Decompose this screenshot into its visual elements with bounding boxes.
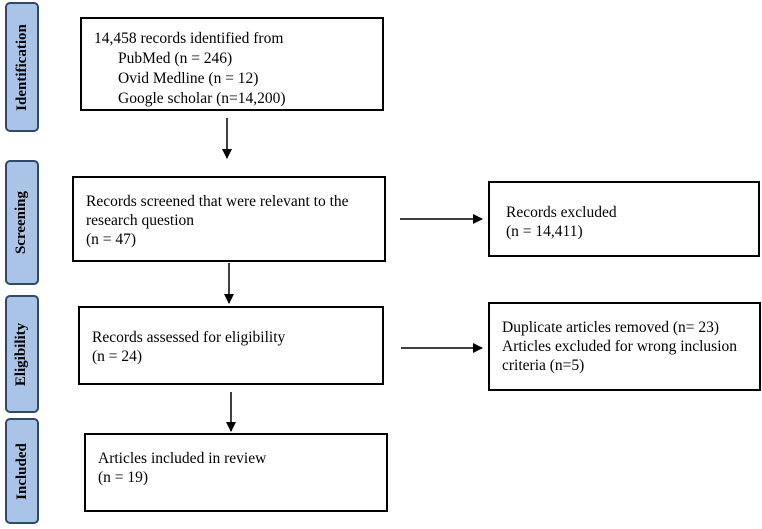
records-screened-box: Records screened that were relevant to t… — [72, 176, 386, 262]
stage-included-label: Included — [13, 442, 30, 500]
records-pubmed: PubMed (n = 246) — [118, 50, 233, 67]
stage-screening: Screening — [5, 160, 39, 285]
stage-eligibility: Eligibility — [5, 295, 39, 413]
records-excluded-box: Records excluded (n = 14,411) — [488, 181, 760, 257]
stage-identification-label: Identification — [13, 23, 30, 111]
eligibility-count: (n = 24) — [92, 348, 143, 365]
excluded-wrong-criteria-text: Articles excluded for wrong inclusion cr… — [502, 338, 738, 374]
records-excluded-count: (n = 14,411) — [506, 223, 583, 240]
records-identified-total: 14,458 records identified from — [94, 30, 284, 47]
stage-included: Included — [5, 418, 39, 524]
records-identified-box: 14,458 records identified from PubMed (n… — [80, 17, 384, 111]
records-excluded-text: Records excluded — [506, 204, 617, 221]
articles-removed-box: Duplicate articles removed (n= 23) Artic… — [488, 302, 761, 391]
records-ovid-medline: Ovid Medline (n = 12) — [118, 70, 259, 87]
stage-screening-label: Screening — [13, 190, 30, 255]
eligibility-box: Records assessed for eligibility (n = 24… — [78, 306, 384, 385]
articles-included-text: Articles included in review — [98, 450, 267, 467]
eligibility-text: Records assessed for eligibility — [92, 329, 286, 346]
records-screened-text: Records screened that were relevant to t… — [86, 193, 349, 229]
stage-eligibility-label: Eligibility — [13, 322, 30, 386]
articles-included-box: Articles included in review (n = 19) — [84, 433, 388, 512]
records-google-scholar: Google scholar (n=14,200) — [118, 90, 286, 107]
stage-identification: Identification — [5, 2, 39, 132]
records-screened-count: (n = 47) — [86, 231, 137, 248]
duplicates-removed-text: Duplicate articles removed (n= 23) — [502, 319, 720, 336]
articles-included-count: (n = 19) — [98, 469, 149, 486]
